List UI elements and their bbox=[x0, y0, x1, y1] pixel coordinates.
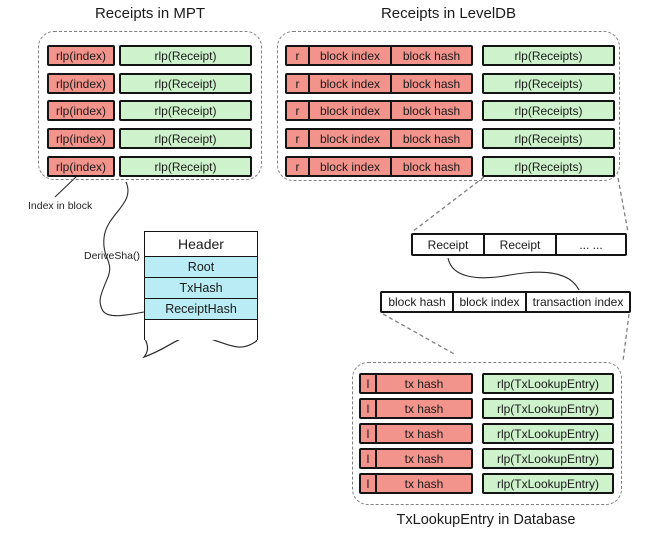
header-field-txhash: TxHash bbox=[145, 278, 257, 299]
prefix-segment: l bbox=[361, 425, 377, 442]
key-txlookup-callout-left bbox=[382, 313, 457, 356]
leveldb-value-cell: rlp(Receipts) bbox=[482, 100, 615, 121]
txlookup-value-cell: rlp(TxLookupEntry) bbox=[482, 398, 614, 419]
txlookup-value-cell: rlp(TxLookupEntry) bbox=[482, 423, 614, 444]
txlookup-value-cell: rlp(TxLookupEntry) bbox=[482, 373, 614, 394]
prefix-segment: l bbox=[361, 450, 377, 467]
header-field-root: Root bbox=[145, 257, 257, 278]
prefix-segment: l bbox=[361, 400, 377, 417]
tx-hash-segment: tx hash bbox=[404, 401, 444, 416]
prefix-segment: r bbox=[287, 130, 310, 147]
prefix-segment: l bbox=[361, 375, 377, 392]
prefix-segment: l bbox=[361, 475, 377, 492]
key-txlookup-callout-right bbox=[622, 313, 630, 362]
leveldb-title: Receipts in LevelDB bbox=[380, 5, 517, 22]
mpt-group-box bbox=[38, 31, 262, 180]
mpt-value-cell: rlp(Receipt) bbox=[119, 128, 252, 149]
prefix-segment: r bbox=[287, 158, 310, 175]
leveldb-group-box bbox=[277, 31, 620, 181]
header-block-title: Header bbox=[145, 232, 257, 257]
mpt-value-cell: rlp(Receipt) bbox=[119, 45, 252, 66]
lookup-key-box: block hash block index transaction index bbox=[380, 291, 631, 313]
leveldb-key-cell: r block index block hash bbox=[285, 45, 473, 66]
receipt-key-curve bbox=[447, 257, 580, 291]
txlookup-key-cell: l tx hash bbox=[359, 423, 473, 444]
txlookup-key-cell: l tx hash bbox=[359, 448, 473, 469]
index-in-block-label: Index in block bbox=[28, 200, 93, 212]
derivesha-label: DeriveSha() bbox=[84, 250, 141, 262]
header-field-receipthash: ReceiptHash bbox=[145, 299, 257, 320]
receipt-list-box: Receipt Receipt ... ... bbox=[411, 233, 627, 256]
receipt-cell: Receipt bbox=[485, 235, 557, 254]
mpt-key-cell: rlp(index) bbox=[47, 73, 115, 94]
txlookup-group-box bbox=[352, 362, 622, 505]
block-index-segment: block index bbox=[310, 47, 392, 64]
mpt-key-cell: rlp(index) bbox=[47, 45, 115, 66]
txlookup-key-cell: l tx hash bbox=[359, 398, 473, 419]
txlookup-key-cell: l tx hash bbox=[359, 373, 473, 394]
tx-hash-segment: tx hash bbox=[404, 376, 444, 391]
block-index-segment: block index bbox=[310, 75, 392, 92]
leveldb-value-cell: rlp(Receipts) bbox=[482, 156, 615, 177]
leveldb-receipt-callout-left bbox=[411, 176, 485, 233]
block-index-cell: block index bbox=[454, 293, 527, 311]
leveldb-value-cell: rlp(Receipts) bbox=[482, 45, 615, 66]
mpt-key-cell: rlp(index) bbox=[47, 128, 115, 149]
prefix-segment: r bbox=[287, 75, 310, 92]
block-hash-segment: block hash bbox=[402, 76, 461, 91]
ellipsis-cell: ... ... bbox=[579, 237, 603, 252]
derivesha-curve bbox=[99, 181, 145, 317]
block-hash-segment: block hash bbox=[402, 48, 461, 63]
mpt-value-cell: rlp(Receipt) bbox=[119, 100, 252, 121]
block-index-segment: block index bbox=[310, 158, 392, 175]
leveldb-key-cell: r block index block hash bbox=[285, 128, 473, 149]
prefix-segment: r bbox=[287, 47, 310, 64]
leveldb-value-cell: rlp(Receipts) bbox=[482, 128, 615, 149]
leveldb-key-cell: r block index block hash bbox=[285, 156, 473, 177]
block-hash-segment: block hash bbox=[402, 131, 461, 146]
mpt-title: Receipts in MPT bbox=[94, 5, 206, 22]
leveldb-key-cell: r block index block hash bbox=[285, 100, 473, 121]
block-hash-segment: block hash bbox=[402, 159, 461, 174]
tx-hash-segment: tx hash bbox=[404, 476, 444, 491]
mpt-value-cell: rlp(Receipt) bbox=[119, 156, 252, 177]
mpt-key-cell: rlp(index) bbox=[47, 156, 115, 177]
txlookup-value-cell: rlp(TxLookupEntry) bbox=[482, 473, 614, 494]
receipt-cell: Receipt bbox=[413, 235, 485, 254]
block-index-segment: block index bbox=[310, 130, 392, 147]
prefix-segment: r bbox=[287, 102, 310, 119]
txlookup-key-cell: l tx hash bbox=[359, 473, 473, 494]
mpt-value-cell: rlp(Receipt) bbox=[119, 73, 252, 94]
block-hash-cell: block hash bbox=[382, 293, 454, 311]
tx-hash-segment: tx hash bbox=[404, 451, 444, 466]
block-index-segment: block index bbox=[310, 102, 392, 119]
header-block: Header Root TxHash ReceiptHash bbox=[144, 231, 258, 340]
leveldb-key-cell: r block index block hash bbox=[285, 73, 473, 94]
transaction-index-cell: transaction index bbox=[532, 295, 624, 309]
tx-hash-segment: tx hash bbox=[404, 426, 444, 441]
leveldb-value-cell: rlp(Receipts) bbox=[482, 73, 615, 94]
leveldb-receipt-callout-right bbox=[617, 177, 629, 233]
txlookup-title: TxLookupEntry in Database bbox=[396, 512, 576, 528]
block-hash-segment: block hash bbox=[402, 103, 461, 118]
txlookup-value-cell: rlp(TxLookupEntry) bbox=[482, 448, 614, 469]
mpt-key-cell: rlp(index) bbox=[47, 100, 115, 121]
